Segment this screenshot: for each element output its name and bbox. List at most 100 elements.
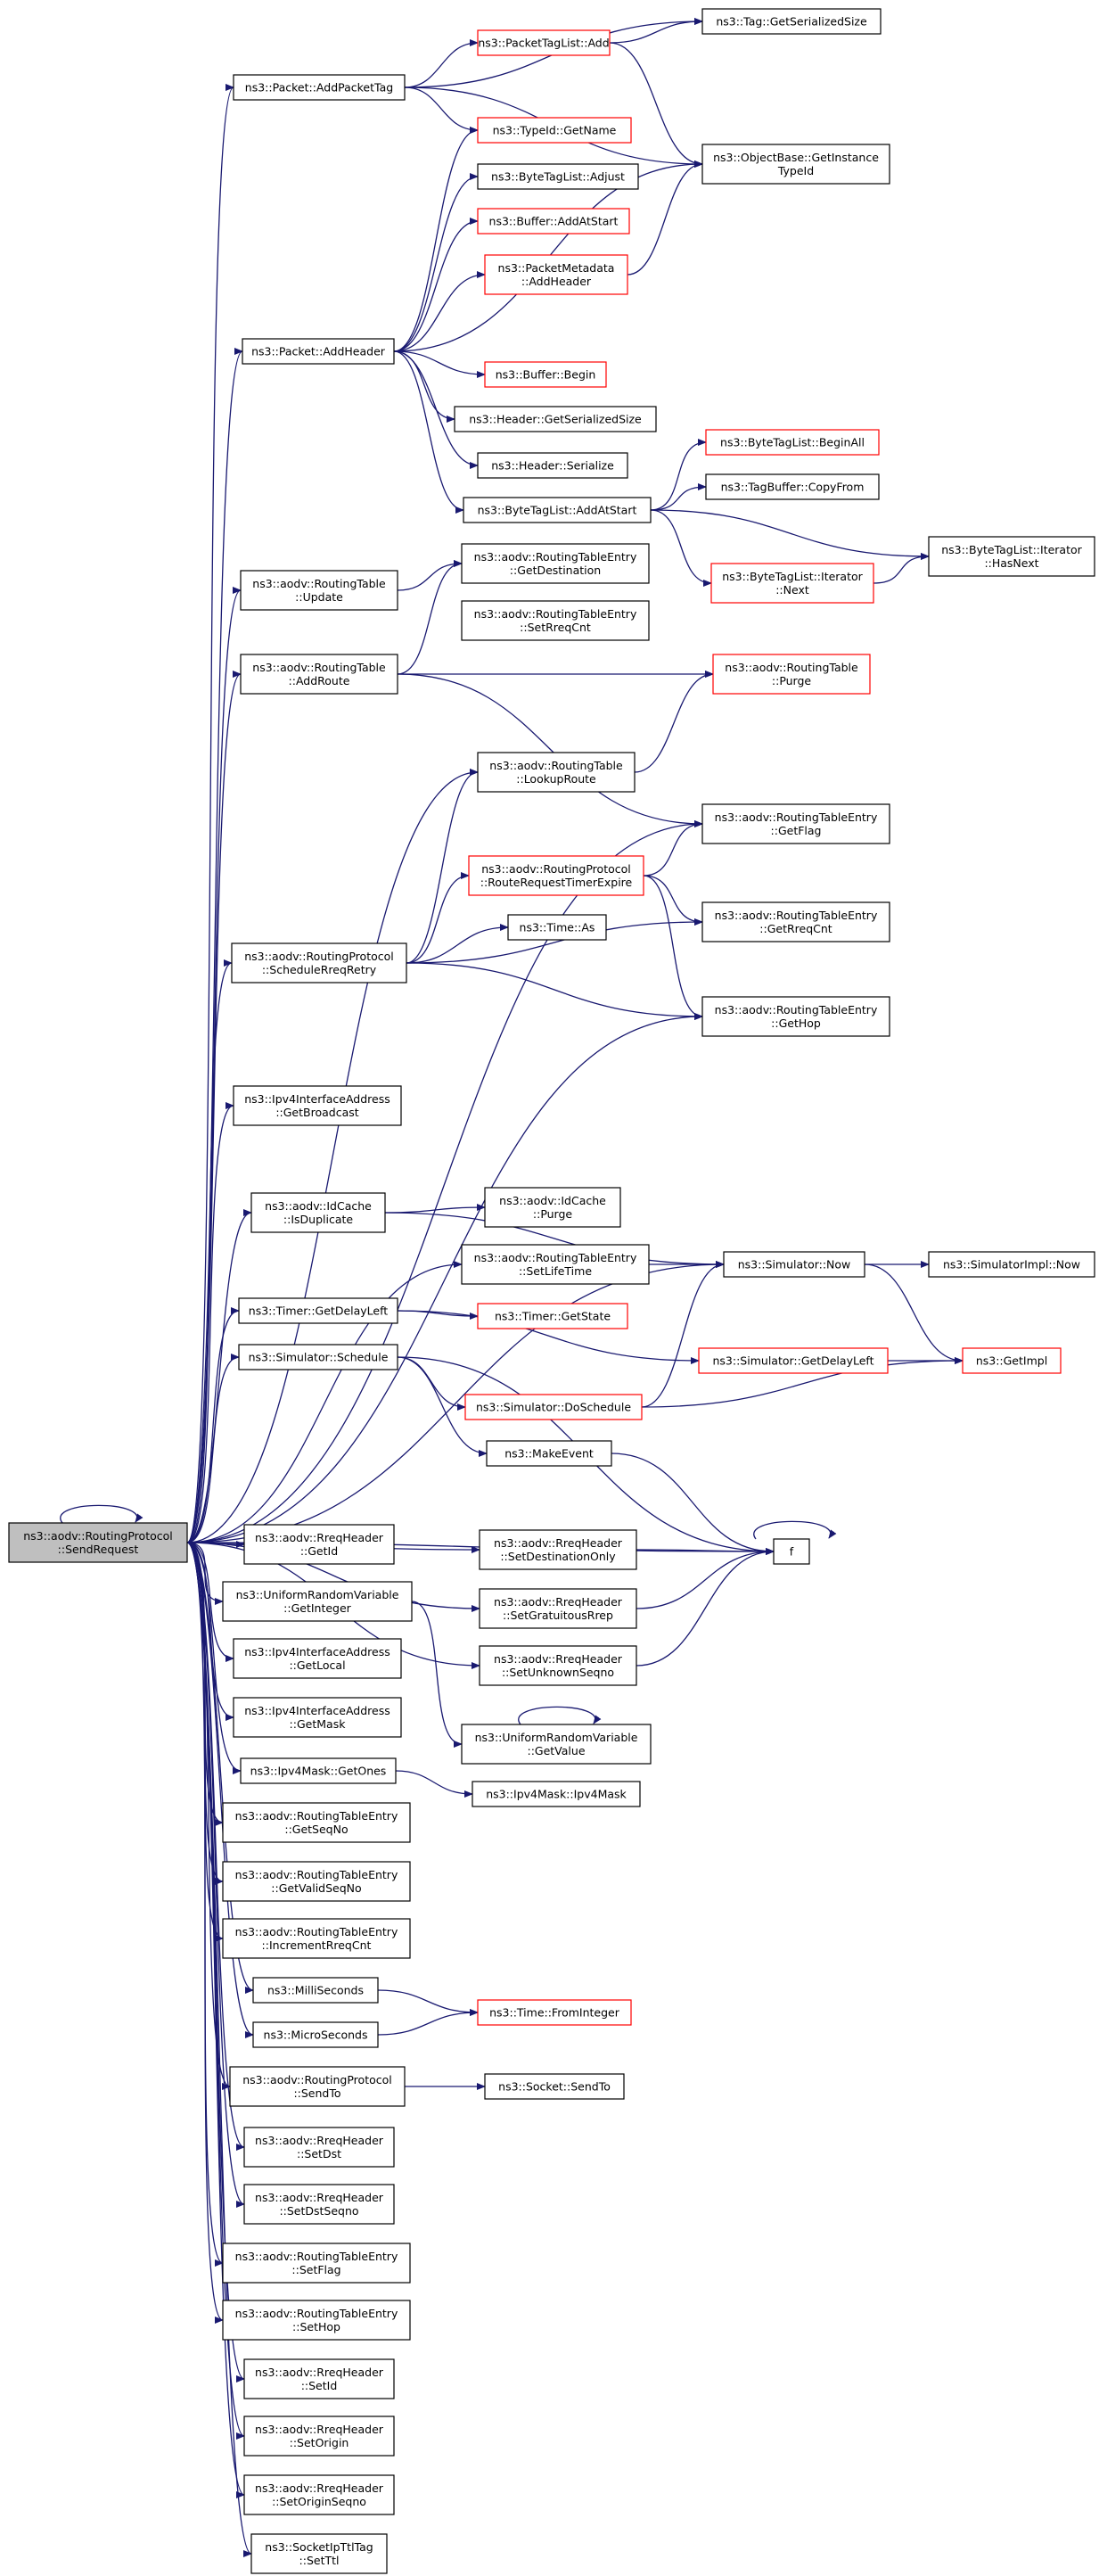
node-rte-set-rreq-cnt[interactable]: ns3::aodv::RoutingTableEntry::SetRreqCnt bbox=[461, 600, 650, 641]
node-label: ns3::Buffer::AddAtStart bbox=[489, 215, 619, 228]
node-iterator-next[interactable]: ns3::ByteTagList::Iterator::Next bbox=[710, 563, 874, 604]
node-label: ::ScheduleRreqRetry bbox=[262, 963, 377, 976]
node-rte-get-flag[interactable]: ns3::aodv::RoutingTableEntry::GetFlag bbox=[701, 803, 890, 844]
node-add-packet-tag[interactable]: ns3::Packet::AddPacketTag bbox=[233, 74, 406, 101]
node-box bbox=[233, 1638, 402, 1679]
node-buffer-begin[interactable]: ns3::Buffer::Begin bbox=[484, 361, 607, 388]
node-ipv4-mask-get-ones[interactable]: ns3::Ipv4Mask::GetOnes bbox=[240, 1757, 397, 1784]
node-time-from-integer[interactable]: ns3::Time::FromInteger bbox=[477, 1999, 632, 2026]
node-urv-get-value[interactable]: ns3::UniformRandomVariable::GetValue bbox=[461, 1724, 652, 1765]
node-routing-table-update[interactable]: ns3::aodv::RoutingTable::Update bbox=[240, 570, 398, 611]
node-header-serialize[interactable]: ns3::Header::Serialize bbox=[477, 452, 628, 479]
node-f[interactable]: f bbox=[773, 1538, 810, 1565]
node-timer-get-state[interactable]: ns3::Timer::GetState bbox=[477, 1303, 628, 1329]
node-tag-buffer-copy-from[interactable]: ns3::TagBuffer::CopyFrom bbox=[705, 473, 880, 500]
node-milli-seconds[interactable]: ns3::MilliSeconds bbox=[252, 1977, 379, 2004]
node-label: ns3::aodv::IdCache bbox=[265, 1199, 372, 1213]
node-make-event[interactable]: ns3::MakeEvent bbox=[486, 1440, 612, 1467]
edge-root-to-rreq-set-dst bbox=[186, 1542, 245, 2151]
node-rte-get-hop[interactable]: ns3::aodv::RoutingTableEntry::GetHop bbox=[701, 996, 890, 1037]
edge-routing-table-lookup-route-to-routing-table-purge bbox=[634, 671, 714, 773]
node-ipv4-iface-get-local[interactable]: ns3::Ipv4InterfaceAddress::GetLocal bbox=[233, 1638, 402, 1679]
node-rreq-set-dst[interactable]: ns3::aodv::RreqHeader::SetDst bbox=[243, 2127, 395, 2168]
edge-packet-add-header-to-type-id-get-name bbox=[393, 127, 479, 352]
node-type-id-get-name[interactable]: ns3::TypeId::GetName bbox=[477, 117, 632, 144]
node-routing-table-purge[interactable]: ns3::aodv::RoutingTable::Purge bbox=[712, 654, 871, 695]
node-simulator-get-delay-left[interactable]: ns3::Simulator::GetDelayLeft bbox=[698, 1347, 889, 1374]
node-rp-schedule-rreq-retry[interactable]: ns3::aodv::RoutingProtocol::ScheduleRreq… bbox=[231, 942, 407, 983]
node-ipv4-iface-get-broadcast[interactable]: ns3::Ipv4InterfaceAddress::GetBroadcast bbox=[233, 1085, 402, 1126]
edge-byte-tag-list-add-at-start-to-iterator-has-next bbox=[650, 509, 930, 560]
edge-rp-schedule-rreq-retry-to-rp-route-request-timer-expire bbox=[406, 872, 470, 964]
node-box bbox=[479, 1645, 637, 1686]
node-id-cache-purge[interactable]: ns3::aodv::IdCache::Purge bbox=[484, 1187, 621, 1228]
node-rte-get-destination[interactable]: ns3::aodv::RoutingTableEntry::GetDestina… bbox=[461, 543, 650, 584]
node-buffer-add-at-start[interactable]: ns3::Buffer::AddAtStart bbox=[477, 208, 630, 235]
node-timer-get-delay-left[interactable]: ns3::Timer::GetDelayLeft bbox=[238, 1297, 398, 1324]
node-simulator-impl-now[interactable]: ns3::SimulatorImpl::Now bbox=[928, 1251, 1095, 1278]
node-label: ns3::aodv::RreqHeader bbox=[255, 2191, 384, 2204]
node-byte-tag-list-add-at-start[interactable]: ns3::ByteTagList::AddAtStart bbox=[463, 497, 652, 523]
node-label: ::GetRreqCnt bbox=[759, 922, 832, 935]
node-label: ::SetTtl bbox=[299, 2554, 340, 2567]
node-simulator-do-schedule[interactable]: ns3::Simulator::DoSchedule bbox=[464, 1394, 643, 1420]
node-rte-increment-rreq-cnt[interactable]: ns3::aodv::RoutingTableEntry::IncrementR… bbox=[222, 1918, 411, 1959]
edge bbox=[406, 918, 703, 964]
node-box bbox=[507, 914, 607, 941]
node-routing-table-lookup-route[interactable]: ns3::aodv::RoutingTable::LookupRoute bbox=[477, 752, 636, 793]
node-packet-add-header[interactable]: ns3::Packet::AddHeader bbox=[242, 338, 395, 365]
node-label: ::GetSeqNo bbox=[284, 1823, 348, 1836]
edge bbox=[377, 2009, 479, 2036]
edge bbox=[397, 1356, 488, 1457]
node-time-as[interactable]: ns3::Time::As bbox=[507, 914, 607, 941]
edge-byte-tag-list-add-at-start-to-iterator-next bbox=[650, 509, 712, 587]
node-socket-ip-ttl-tag-set-ttl[interactable]: ns3::SocketIpTtlTag::SetTtl bbox=[250, 2533, 388, 2574]
edge bbox=[186, 1013, 703, 1543]
node-rreq-set-dst-seqno[interactable]: ns3::aodv::RreqHeader::SetDstSeqno bbox=[243, 2184, 395, 2225]
node-rreq-set-destination-only[interactable]: ns3::aodv::RreqHeader::SetDestinationOnl… bbox=[479, 1529, 637, 1570]
node-rreq-set-origin-seqno[interactable]: ns3::aodv::RreqHeader::SetOriginSeqno bbox=[243, 2474, 395, 2515]
node-urv-get-integer[interactable]: ns3::UniformRandomVariable::GetInteger bbox=[222, 1581, 413, 1622]
node-header-get-serialized-size[interactable]: ns3::Header::GetSerializedSize bbox=[454, 406, 657, 432]
node-rte-set-flag[interactable]: ns3::aodv::RoutingTableEntry::SetFlag bbox=[222, 2243, 411, 2284]
node-rte-set-life-time[interactable]: ns3::aodv::RoutingTableEntry::SetLifeTim… bbox=[461, 1244, 650, 1285]
node-rreq-set-origin[interactable]: ns3::aodv::RreqHeader::SetOrigin bbox=[243, 2416, 395, 2457]
node-ipv4-mask-ctor[interactable]: ns3::Ipv4Mask::Ipv4Mask bbox=[472, 1781, 641, 1807]
node-byte-tag-list-begin-all[interactable]: ns3::ByteTagList::BeginAll bbox=[705, 429, 880, 456]
node-rte-get-seq-no[interactable]: ns3::aodv::RoutingTableEntry::GetSeqNo bbox=[222, 1802, 411, 1843]
node-rreq-get-id[interactable]: ns3::aodv::RreqHeader::GetId bbox=[243, 1524, 395, 1565]
node-id-cache-is-duplicate[interactable]: ns3::aodv::IdCache::IsDuplicate bbox=[250, 1192, 386, 1233]
node-rp-route-request-timer-expire[interactable]: ns3::aodv::RoutingProtocol::RouteRequest… bbox=[468, 855, 644, 896]
node-rreq-set-gratuitous-rrep[interactable]: ns3::aodv::RreqHeader::SetGratuitousRrep bbox=[479, 1588, 637, 1629]
node-socket-send-to[interactable]: ns3::Socket::SendTo bbox=[484, 2073, 625, 2100]
node-iterator-has-next[interactable]: ns3::ByteTagList::Iterator::HasNext bbox=[928, 536, 1095, 577]
edge bbox=[395, 1770, 473, 1798]
edge-packet-tag-list-add-to-tag-get-serialized-size bbox=[609, 18, 703, 44]
node-label: ns3::Ipv4Mask::GetOnes bbox=[250, 1765, 387, 1778]
node-tag-get-serialized-size[interactable]: ns3::Tag::GetSerializedSize bbox=[701, 8, 882, 35]
node-root[interactable]: ns3::aodv::RoutingProtocol::SendRequest bbox=[8, 1522, 188, 1563]
node-simulator-now[interactable]: ns3::Simulator::Now bbox=[723, 1251, 865, 1278]
node-packet-metadata-add-header[interactable]: ns3::PacketMetadata::AddHeader bbox=[484, 254, 628, 295]
edge bbox=[186, 1542, 245, 2151]
node-rp-send-to[interactable]: ns3::aodv::RoutingProtocol::SendTo bbox=[229, 2066, 406, 2107]
node-box bbox=[243, 2358, 395, 2399]
node-rte-set-hop[interactable]: ns3::aodv::RoutingTableEntry::SetHop bbox=[222, 2300, 411, 2341]
node-label: ns3::aodv::RoutingTableEntry bbox=[235, 1925, 398, 1938]
edge bbox=[186, 1354, 240, 1543]
node-label: ::HasNext bbox=[984, 556, 1038, 570]
node-packet-tag-list-add[interactable]: ns3::PacketTagList::Add bbox=[477, 29, 611, 56]
node-rte-get-rreq-cnt[interactable]: ns3::aodv::RoutingTableEntry::GetRreqCnt bbox=[701, 901, 890, 942]
node-micro-seconds[interactable]: ns3::MicroSeconds bbox=[252, 2021, 379, 2048]
node-get-impl[interactable]: ns3::GetImpl bbox=[962, 1347, 1062, 1374]
node-simulator-schedule[interactable]: ns3::Simulator::Schedule bbox=[238, 1344, 398, 1370]
node-box bbox=[928, 536, 1095, 577]
node-routing-table-add-route[interactable]: ns3::aodv::RoutingTable::AddRoute bbox=[240, 654, 398, 695]
node-rreq-set-unknown-seqno[interactable]: ns3::aodv::RreqHeader::SetUnknownSeqno bbox=[479, 1645, 637, 1686]
node-rte-get-valid-seq-no[interactable]: ns3::aodv::RoutingTableEntry::GetValidSe… bbox=[222, 1861, 411, 1902]
node-ipv4-iface-get-mask[interactable]: ns3::Ipv4InterfaceAddress::GetMask bbox=[233, 1697, 402, 1738]
node-rreq-set-id[interactable]: ns3::aodv::RreqHeader::SetId bbox=[243, 2358, 395, 2399]
node-byte-tag-list-adjust[interactable]: ns3::ByteTagList::Adjust bbox=[477, 163, 639, 190]
edge bbox=[186, 1542, 245, 2208]
